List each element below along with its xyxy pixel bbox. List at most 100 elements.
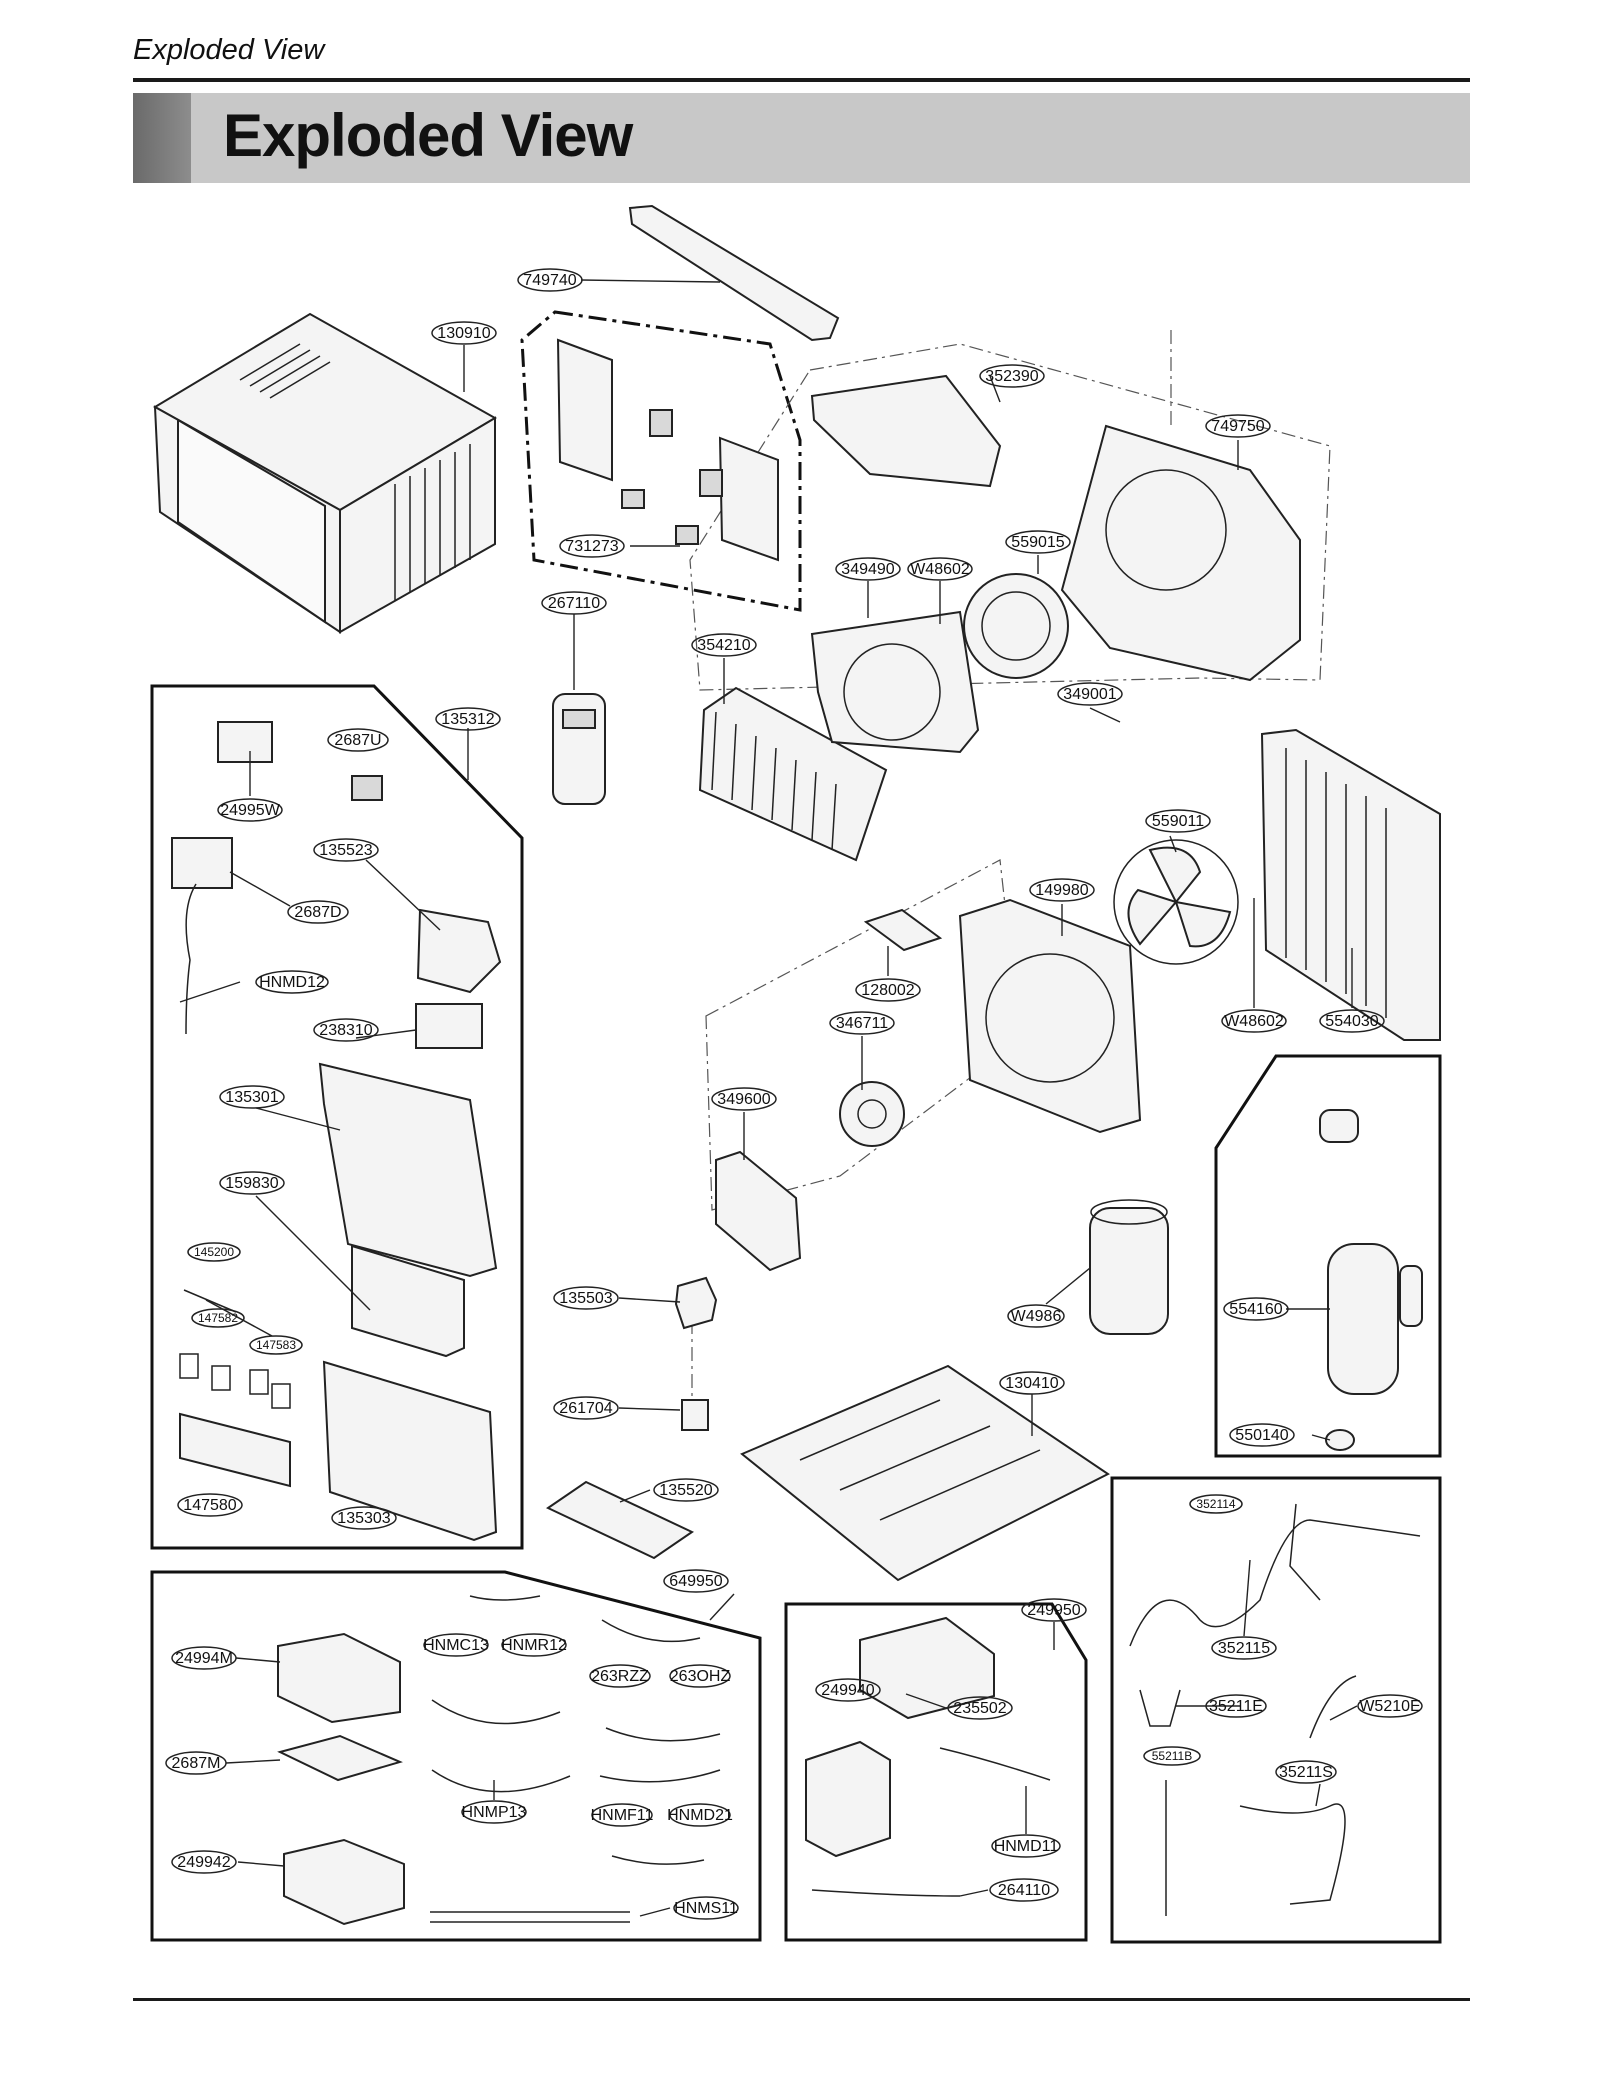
frame-bracket-group: [520, 310, 802, 612]
callout-label: HNMD21: [667, 1807, 733, 1824]
callout-label: 135301: [225, 1089, 278, 1106]
callout-label: 559011: [1152, 813, 1204, 830]
callout-label: 135312: [441, 711, 494, 728]
callout-label: 235502: [953, 1700, 1006, 1717]
callout-249942: 249942: [171, 1850, 237, 1874]
callout-label: 130410: [1005, 1375, 1058, 1392]
callout-354210: 354210: [691, 633, 757, 657]
callout-249950: 249950: [1021, 1598, 1087, 1622]
callout-HNMC13: HNMC13: [423, 1633, 489, 1657]
side-brackets: [556, 338, 779, 562]
callout-label: 264110: [998, 1882, 1050, 1899]
callout-label: 135303: [337, 1510, 390, 1527]
callout-249940: 249940: [815, 1678, 881, 1702]
callout-label: 554030: [1325, 1013, 1378, 1030]
frame-compressor-group: [1214, 1054, 1442, 1458]
control-box-small: [674, 1276, 718, 1330]
frame-wiring-group-a: [150, 1570, 762, 1942]
callout-label: 559015: [1011, 534, 1064, 551]
callout-label: 349490: [841, 561, 894, 578]
control-panel-parts: [171, 721, 502, 1542]
callout-label: 147580: [183, 1497, 236, 1514]
callout-label: 352390: [985, 368, 1038, 385]
callout-147583: 147583: [249, 1335, 303, 1355]
callout-130410: 130410: [999, 1371, 1065, 1395]
callout-238310: 238310: [313, 1018, 379, 1042]
leader-lines: [179, 279, 1358, 1917]
callout-label: 263OHZ: [670, 1668, 731, 1685]
callout-label: 24995W: [220, 802, 280, 819]
callout-35211E: 35211E: [1205, 1694, 1267, 1718]
callout-label: 2687M: [172, 1755, 221, 1772]
transformer: [681, 1399, 709, 1431]
callout-128002: 128002: [855, 978, 921, 1002]
callout-147582: 147582: [191, 1308, 245, 1328]
callout-2687D: 2687D: [287, 900, 349, 924]
callout-label: 550140: [1235, 1427, 1288, 1444]
evaporator-coil: [698, 686, 888, 862]
callout-label: 261704: [559, 1400, 612, 1417]
callout-24995W: 24995W: [217, 798, 283, 822]
frame-wiring-group-b: [784, 1602, 1088, 1942]
callout-label: 149980: [1035, 882, 1088, 899]
callout-label: 135523: [319, 842, 372, 859]
callout-235502: 235502: [947, 1696, 1013, 1720]
callout-label: HNMF11: [591, 1807, 654, 1824]
callout-label: 135503: [559, 1290, 612, 1307]
callout-label: 249940: [821, 1682, 874, 1699]
callout-349600: 349600: [711, 1087, 777, 1111]
electronic-module: [545, 1480, 695, 1560]
callout-label: 249942: [177, 1854, 230, 1871]
callout-label: HNMP13: [462, 1804, 527, 1821]
callout-35211S: 35211S: [1275, 1760, 1337, 1784]
callout-731273: 731273: [559, 534, 625, 558]
air-guide: [810, 374, 1002, 488]
motor-mount-plate: [863, 908, 943, 952]
callout-label: 147582: [198, 1311, 238, 1325]
callout-label: W48602: [1224, 1013, 1284, 1030]
callout-label: 35211E: [1209, 1698, 1263, 1715]
cabinet: [153, 312, 497, 634]
condenser-coil: [1260, 728, 1441, 1041]
callout-label: 159830: [225, 1175, 278, 1192]
callout-135312: 135312: [435, 707, 501, 731]
callout-2687M: 2687M: [165, 1751, 227, 1775]
callout-135520: 135520: [653, 1478, 719, 1502]
remote-control: [552, 693, 606, 805]
callout-554030: 554030: [1319, 1009, 1385, 1033]
callout-label: 263RZZ: [591, 1668, 649, 1685]
callout-149980: 149980: [1029, 878, 1095, 902]
callout-label: W48602: [910, 561, 970, 578]
callout-349490: 349490: [835, 557, 901, 581]
callout-label: 352114: [1196, 1497, 1235, 1511]
callout-label: HNMC13: [423, 1637, 489, 1654]
callout-label: HNMD11: [994, 1838, 1059, 1855]
callout-267110: 267110: [541, 591, 607, 615]
callout-label: 354210: [697, 637, 750, 654]
callout-label: 2687D: [294, 904, 341, 921]
motor-bracket: [715, 1150, 802, 1272]
callout-749740: 749740: [517, 268, 583, 292]
part-callouts: 749740 130910 352390 749750 731273 34949…: [165, 268, 1423, 1920]
callout-label: 130910: [437, 325, 490, 342]
callout-HNMD12: HNMD12: [255, 970, 329, 994]
callout-label: 349600: [717, 1091, 770, 1108]
callout-HNMF11: HNMF11: [591, 1803, 654, 1827]
callout-HNMP13: HNMP13: [461, 1800, 527, 1824]
callout-W5210E: W5210E: [1357, 1694, 1423, 1718]
callout-264110: 264110: [989, 1878, 1059, 1902]
frame-control-group: [150, 684, 524, 1550]
callout-749750: 749750: [1205, 414, 1271, 438]
callout-559015: 559015: [1005, 530, 1071, 554]
title-banner: Exploded View: [133, 93, 1470, 183]
callout-label: 249950: [1027, 1602, 1080, 1619]
callout-55211B: 55211B: [1143, 1746, 1201, 1766]
callout-label: 267110: [548, 595, 600, 612]
callout-label: 55211B: [1152, 1749, 1192, 1763]
callout-559011: 559011: [1145, 809, 1211, 833]
phantom-lower-assembly: [705, 859, 1021, 1211]
callout-HNMD21: HNMD21: [667, 1803, 733, 1827]
callout-24994M: 24994M: [171, 1646, 237, 1670]
compressor-insulation: [1089, 1199, 1169, 1335]
